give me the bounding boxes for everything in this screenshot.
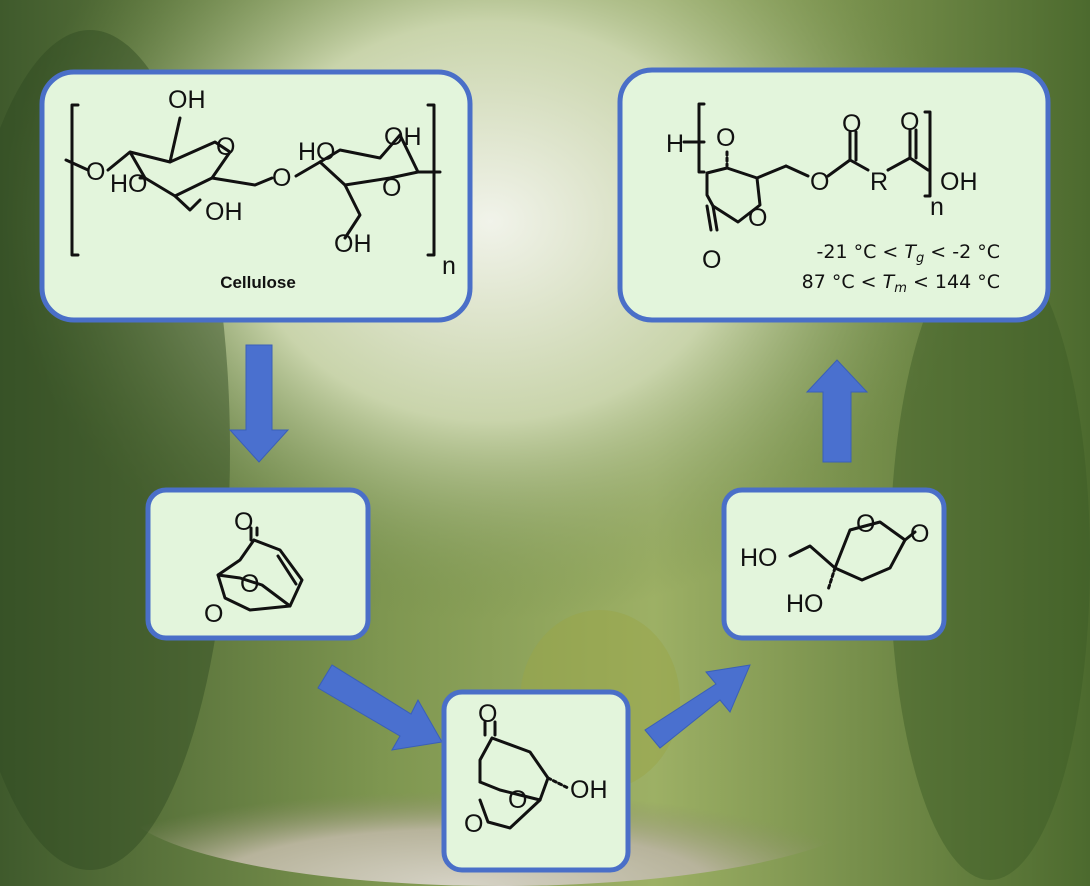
atom-label: OH: [205, 198, 243, 226]
atom-label: OH: [168, 86, 206, 114]
atom-label: O: [716, 124, 735, 152]
atom-label: OH: [570, 776, 608, 804]
atom-label: O: [856, 510, 875, 538]
repeat-unit-label: n: [442, 252, 456, 280]
atom-label: O: [382, 174, 401, 202]
atom-label: R: [870, 168, 888, 196]
atom-label: O: [508, 786, 527, 814]
atom-label: HO: [298, 138, 336, 166]
atom-label: O: [842, 110, 861, 138]
arrow-levoglucosenone-to-hydroxy-ketone: [317, 664, 443, 751]
atom-label: O: [86, 158, 105, 186]
melting-temperature-range: 87 °C < Tm < 144 °C: [802, 271, 1000, 296]
atom-label: O: [240, 570, 259, 598]
arrow-up-lactone-to-polymer: [805, 359, 869, 463]
lactone-structure-card: HO O O HO: [721, 487, 947, 641]
atom-label: OH: [940, 168, 978, 196]
hydroxy-ketone-structure-card: O O O OH: [441, 689, 631, 873]
atom-label: H: [666, 130, 684, 158]
atom-label: HO: [740, 544, 778, 572]
atom-label: O: [204, 600, 223, 628]
atom-label: O: [810, 168, 829, 196]
atom-label: O: [748, 204, 767, 232]
atom-label: O: [272, 164, 291, 192]
atom-label: O: [910, 520, 929, 548]
atom-label: OH: [334, 230, 372, 258]
levoglucosenone-structure-card: O O O: [145, 487, 371, 641]
atom-label: O: [234, 508, 253, 536]
atom-label: O: [216, 133, 235, 161]
atom-label: HO: [786, 590, 824, 618]
glass-transition-range: -21 °C < Tg < -2 °C: [817, 241, 1000, 266]
atom-label: O: [900, 108, 919, 136]
atom-label: O: [702, 246, 721, 274]
atom-label: O: [478, 700, 497, 728]
cellulose-label: Cellulose: [220, 273, 296, 292]
atom-label: OH: [384, 123, 422, 151]
polyester-structure-card: H O O O O R O OH O n -21 °C < Tg < -2 °C…: [617, 67, 1051, 323]
atom-label: O: [464, 810, 483, 838]
cellulose-structure-card: OH O HO OH O O HO OH O OH n Cellulose: [39, 69, 473, 323]
repeat-unit-label: n: [930, 193, 944, 221]
atom-label: HO: [110, 170, 148, 198]
arrow-hydroxy-ketone-to-lactone: [644, 664, 751, 749]
arrow-down-cellulose-to-levoglucosenone: [228, 344, 290, 463]
